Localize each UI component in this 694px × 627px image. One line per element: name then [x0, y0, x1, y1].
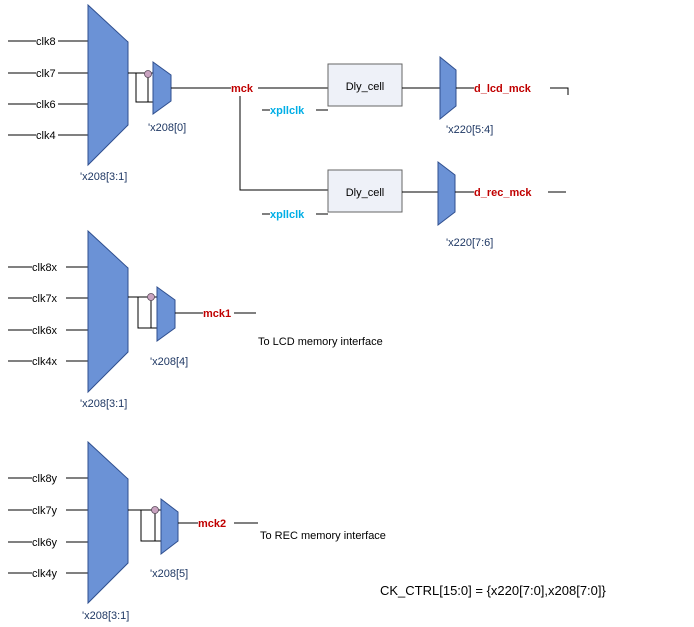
wire-g3-loop	[140, 510, 161, 542]
g2-small-mux-select: 'x208[4]	[150, 356, 188, 368]
g2-input-label: clk6x	[32, 325, 58, 337]
wire-g1-out-top-b	[550, 87, 569, 95]
g2-input-label: clk8x	[32, 262, 58, 274]
g3-small-mux	[160, 497, 179, 556]
g1-net-mck: mck	[231, 83, 254, 95]
g2-small-mux	[156, 286, 176, 342]
g1-big-mux	[87, 3, 129, 167]
g1-big-mux-select: 'x208[3:1]	[80, 171, 127, 183]
g1-net-d-lcd-mck: d_lcd_mck	[474, 83, 532, 95]
g1-net-xpllclk-bottom: xpllclk	[270, 209, 305, 221]
g3-small-mux-select: 'x208[5]	[150, 568, 188, 580]
g2-input-label: clk4x	[32, 356, 58, 368]
g3-big-mux	[87, 440, 129, 605]
g1-small-mux-select: 'x208[0]	[148, 122, 186, 134]
g1-out-mux-top	[439, 55, 457, 121]
g2-input-label: clk7x	[32, 293, 58, 305]
g3-big-mux-select: 'x208[3:1]	[82, 610, 129, 622]
g1-select-bubble	[144, 70, 152, 78]
g1-dly-cell-bottom-label: Dly_cell	[346, 187, 385, 199]
g3-input-label: clk6y	[32, 537, 58, 549]
g1-out-mux-top-select: 'x220[5:4]	[446, 124, 493, 136]
g1-net-d-rec-mck: d_rec_mck	[474, 187, 532, 199]
g1-net-xpllclk-top: xpllclk	[270, 105, 305, 117]
group2: clk8x clk7x clk6x clk4x 'x208[3:1] 'x208…	[8, 229, 383, 410]
g1-out-mux-bottom	[437, 160, 456, 227]
g1-dly-cell-top	[327, 63, 403, 107]
wire-g1-mck-branch	[239, 96, 328, 191]
wire-g1-loop	[135, 73, 153, 103]
wire-g2-loop	[137, 297, 157, 329]
g1-input-label: clk7	[36, 68, 56, 80]
g3-net-mck2: mck2	[198, 518, 226, 530]
g3-note: To REC memory interface	[260, 530, 386, 542]
g3-input-label: clk8y	[32, 473, 58, 485]
g2-big-mux-select: 'x208[3:1]	[80, 398, 127, 410]
g1-dly-cell-top-label: Dly_cell	[346, 81, 385, 93]
g3-input-label: clk4y	[32, 568, 58, 580]
group3: clk8y clk7y clk6y clk4y 'x208[3:1] 'x208…	[8, 440, 386, 622]
g2-big-mux	[87, 229, 129, 394]
g1-input-label: clk8	[36, 36, 56, 48]
group1: clk8 clk7 clk6 clk4 'x208[3:1] 'x208[0] …	[8, 3, 569, 249]
g2-note: To LCD memory interface	[258, 336, 383, 348]
g3-select-bubble	[151, 506, 159, 514]
g1-out-mux-bottom-select: 'x220[7:6]	[446, 237, 493, 249]
g3-input-label: clk7y	[32, 505, 58, 517]
g1-input-label: clk4	[36, 130, 56, 142]
g1-input-label: clk6	[36, 99, 56, 111]
g2-net-mck1: mck1	[203, 308, 231, 320]
g1-dly-cell-bottom	[327, 169, 403, 213]
g1-small-mux	[152, 61, 172, 115]
ck-ctrl-equation: CK_CTRL[15:0] = {x220[7:0],x208[7:0]}	[380, 583, 607, 598]
g2-select-bubble	[147, 293, 155, 301]
